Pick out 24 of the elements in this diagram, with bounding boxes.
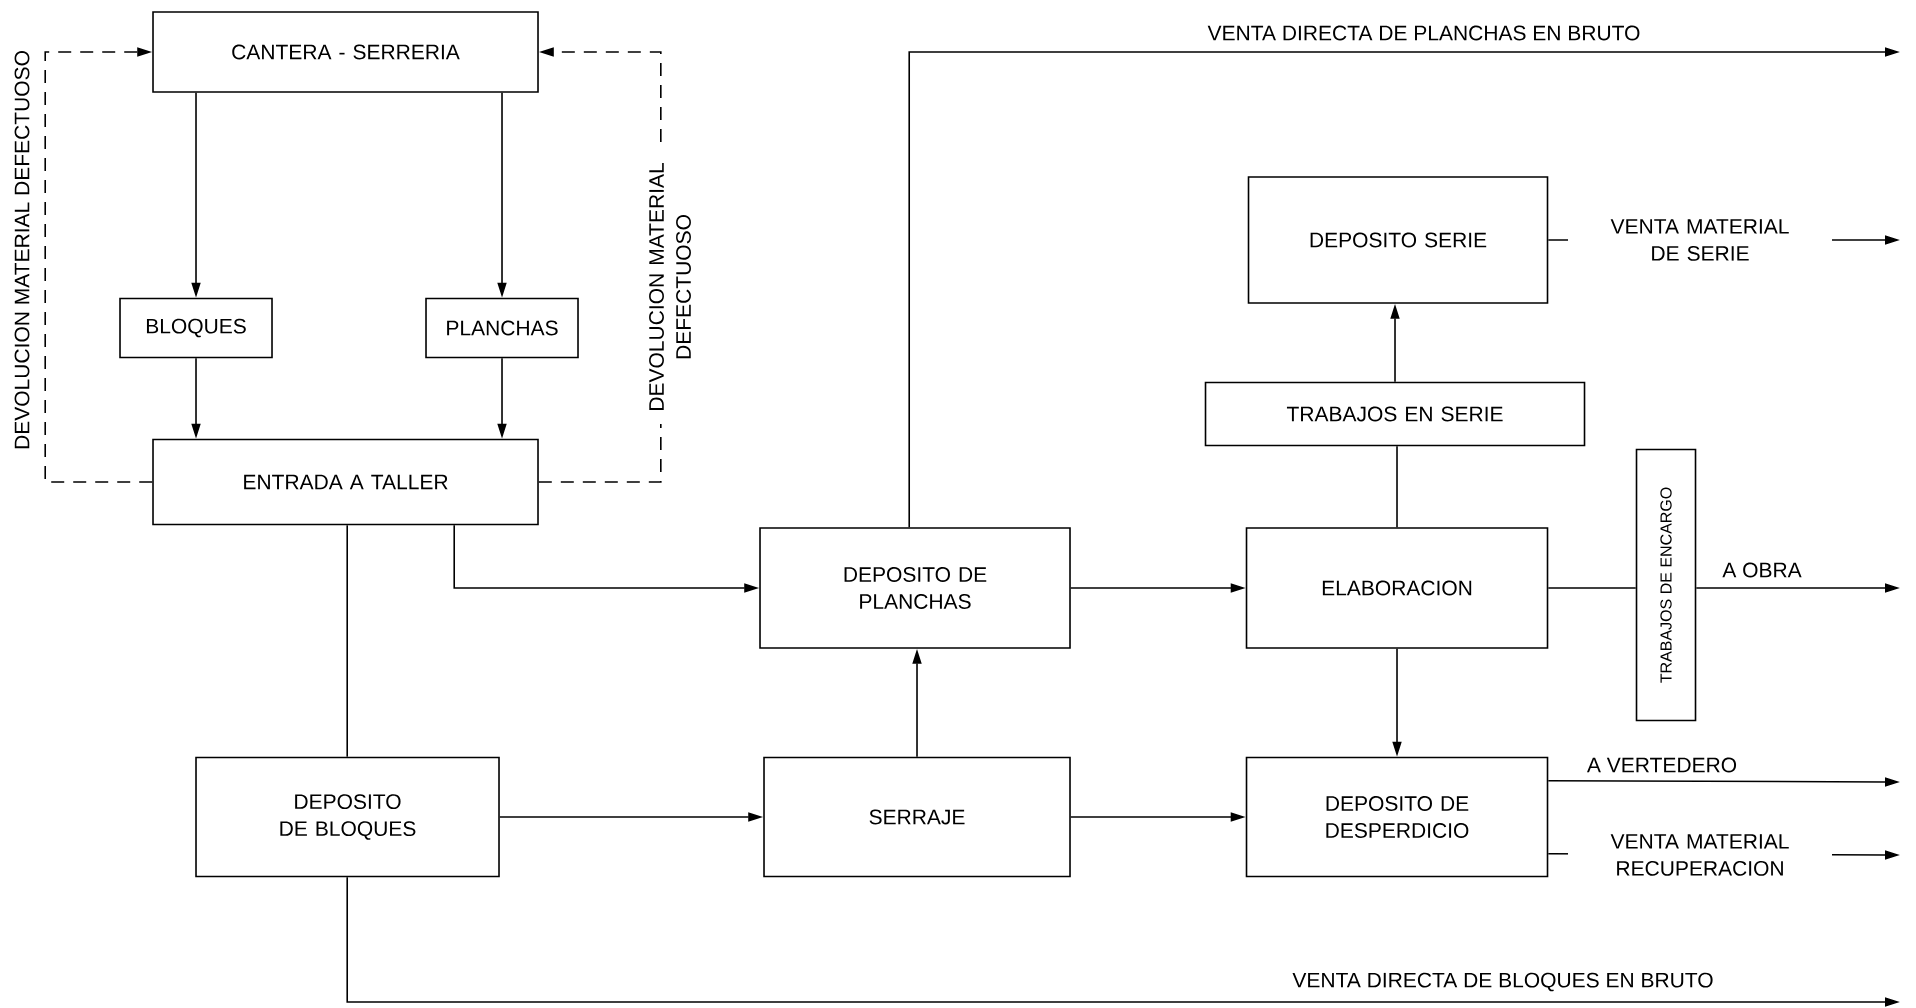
edge-label: VENTA MATERIAL RECUPERACION: [1568, 832, 1832, 878]
process-box: DEPOSITO DE DESPERDICIO: [1245, 756, 1549, 878]
edge-label: VENTA DIRECTA DE BLOQUES EN BRUTO: [1292, 972, 1713, 992]
edge-label: A OBRA: [1722, 562, 1802, 578]
process-box: DEPOSITO DE PLANCHAS: [759, 527, 1071, 649]
connector-line: [1396, 445, 1398, 528]
process-box: CANTERA - SERRERIA: [152, 11, 539, 93]
edge-label: VENTA MATERIAL DE SERIE: [1568, 217, 1832, 263]
edge-label: VENTA DIRECTA DE PLANCHAS EN BRUTO: [1207, 25, 1640, 41]
connector-line: [346, 524, 348, 758]
edge-label: A VERTEDERO: [1587, 757, 1737, 773]
process-box: PLANCHAS: [425, 297, 579, 359]
dashed-arrow: [44, 47, 153, 483]
process-box: DEPOSITO SERIE: [1247, 176, 1549, 304]
connector-line: [1547, 587, 1637, 589]
process-box: ELABORACION: [1245, 527, 1549, 649]
process-box: SERRAJE: [763, 756, 1071, 878]
process-box: DEPOSITO DE BLOQUES: [195, 756, 500, 878]
edge-label: DEVOLUCION MATERIAL DEFECTUOSO: [647, 150, 693, 424]
process-box: TRABAJOS DE ENCARGO: [1635, 448, 1697, 722]
process-box: ENTRADA A TALLER: [152, 438, 539, 526]
edge-label: DEVOLUCION MATERIAL DEFECTUOSO: [14, 51, 30, 449]
process-box: TRABAJOS EN SERIE: [1204, 381, 1586, 447]
process-box: BLOQUES: [119, 297, 273, 359]
